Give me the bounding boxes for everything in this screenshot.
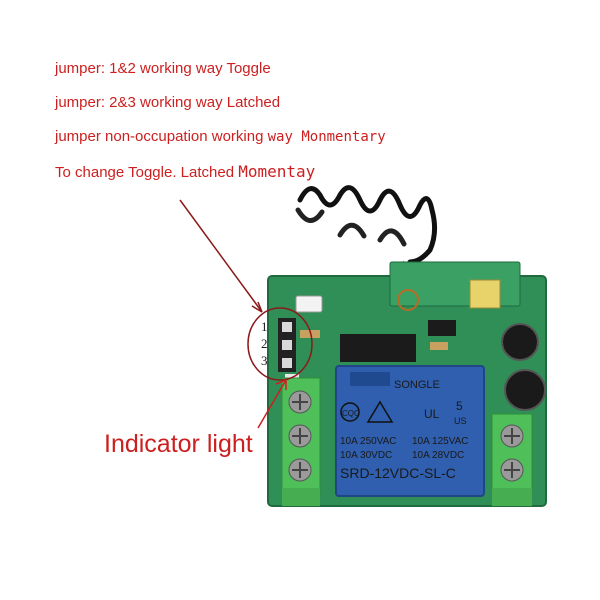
relay-ul-mark: UL — [424, 407, 440, 421]
relay — [335, 365, 485, 497]
indicator-light-label: Indicator light — [104, 430, 253, 458]
relay-brand: SONGLE — [394, 379, 440, 391]
relay-cert-mark: CQC — [342, 409, 360, 418]
relay-num-mark: 5 — [456, 399, 463, 413]
note-momentary: jumper non-occupation working way Monmen… — [55, 128, 386, 145]
capacitor — [504, 369, 546, 411]
relay-rating-right-2: 10A 28VDC — [412, 450, 464, 461]
indicator-arrow — [257, 379, 287, 429]
note-latched: jumper: 2&3 working way Latched — [55, 94, 281, 111]
note-momentary-suffix: way Monmentary — [267, 129, 386, 145]
jumper-pin-2-label: 2 — [261, 336, 268, 351]
jumper-pin-3-label: 3 — [261, 353, 268, 368]
ic-chip — [340, 334, 416, 362]
capacitor — [501, 323, 539, 361]
relay-rating-left-1: 10A 250VAC — [340, 436, 397, 447]
relay-model: SRD-12VDC-SL-C — [340, 465, 456, 481]
terminal-block-right — [491, 413, 533, 506]
jumper-arrow — [179, 199, 263, 313]
note-change-mode: To change Toggle. Latched Momentay — [55, 162, 315, 181]
relay-rating-right-1: 10A 125VAC — [412, 436, 469, 447]
relay-us-mark: US — [454, 416, 467, 426]
note-change-suffix: Momentay — [238, 162, 316, 181]
jumper-pin-1-label: 1 — [261, 319, 268, 334]
relay-rating-left-2: 10A 30VDC — [340, 450, 392, 461]
note-toggle: jumper: 1&2 working way Toggle — [55, 60, 271, 77]
learn-button — [295, 295, 323, 313]
note-change-prefix: To change Toggle. Latched — [55, 164, 239, 181]
terminal-block-left — [281, 377, 321, 506]
note-momentary-prefix: jumper non-occupation working — [55, 128, 268, 145]
jumper-highlight-circle — [247, 307, 313, 381]
